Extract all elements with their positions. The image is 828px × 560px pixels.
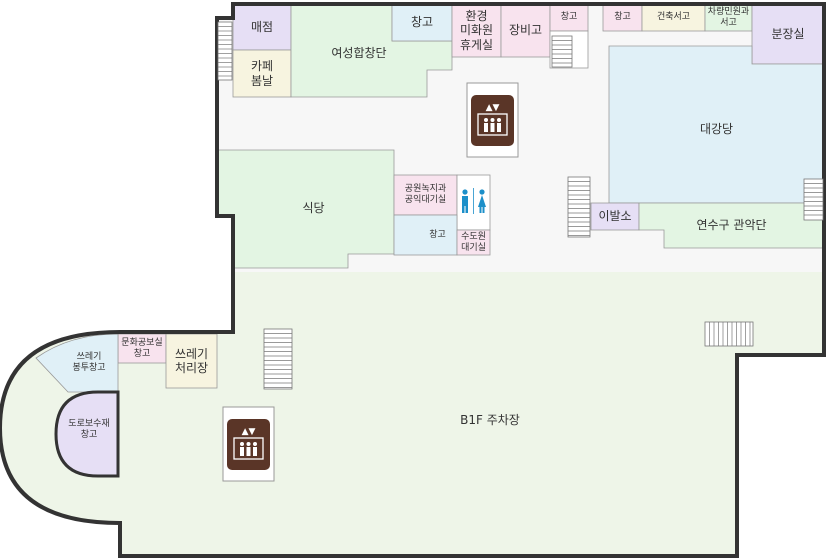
room-barber[interactable] [590, 202, 640, 231]
label-trash: 쓰레기 처리장 [174, 346, 209, 375]
label-storage-mid: 창고 [429, 229, 446, 240]
label-storage-top3: 창고 [614, 12, 631, 23]
stairs-group [217, 21, 824, 390]
staircase[interactable] [217, 21, 233, 81]
room-equipment[interactable] [500, 3, 551, 58]
label-park-wait: 공원녹지과 공익대기실 [404, 184, 447, 205]
room-storage-top1[interactable] [391, 3, 453, 42]
label-water-wait: 수도원 대기실 [461, 231, 486, 253]
label-womens-choir: 여성합창단 [331, 45, 387, 60]
label-culture-store: 문화공보실 창고 [121, 337, 163, 359]
label-vehicle-archive: 차량민원과 서고 [707, 6, 750, 28]
room-water-wait[interactable] [456, 229, 491, 256]
staircase[interactable] [704, 321, 754, 347]
label-bag-store: 쓰레기 봉투창고 [72, 351, 106, 373]
room-storage-mid[interactable] [393, 214, 458, 256]
room-storage-top3[interactable] [602, 3, 643, 32]
room-culture-store[interactable] [117, 333, 167, 364]
room-arch-archive[interactable] [641, 3, 706, 32]
room-dist-office[interactable] [751, 3, 825, 65]
room-env-rest[interactable] [451, 3, 502, 58]
staircase[interactable] [551, 35, 573, 68]
restroom-icon [462, 188, 486, 214]
elevator-top[interactable]: ▲▼ [466, 82, 519, 158]
elevator-bottom[interactable]: ▲▼ [222, 406, 275, 482]
room-trash[interactable] [165, 333, 218, 389]
room-road-store[interactable] [54, 390, 120, 478]
label-equipment: 장비고 [508, 23, 543, 38]
room-park-wait[interactable] [393, 174, 458, 216]
room-shop[interactable] [232, 3, 292, 51]
svg-text:▲▼: ▲▼ [242, 427, 256, 437]
label-dist-office: 분장실 [771, 26, 805, 41]
label-cafeteria: 식당 [302, 200, 325, 215]
label-env-rest: 환경 미화원 휴게실 [459, 8, 494, 52]
staircase[interactable] [803, 178, 824, 221]
label-storage-top1: 창고 [410, 15, 434, 30]
svg-text:▲▼: ▲▼ [486, 103, 500, 113]
label-cafe: 카페 봄날 [250, 59, 274, 88]
label-road-store: 도로보수재 창고 [68, 419, 110, 440]
label-storage-top2: 창고 [560, 12, 578, 23]
room-vehicle-archive[interactable] [704, 3, 753, 32]
label-arch-archive: 건축서고 [656, 12, 691, 23]
label-parking: B1F 주차장 [460, 412, 520, 427]
room-storage-top2[interactable] [549, 3, 589, 32]
staircase[interactable] [263, 328, 293, 390]
label-shop: 매점 [250, 19, 274, 34]
room-bag-store[interactable] [35, 333, 119, 393]
label-barber: 이발소 [598, 209, 632, 224]
label-band: 연수구 관악단 [696, 217, 767, 232]
label-auditorium: 대강당 [699, 121, 734, 136]
